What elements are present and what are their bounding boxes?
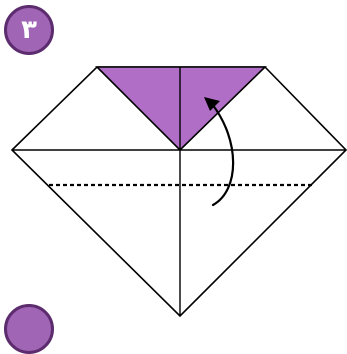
next-step-badge-partial	[4, 304, 54, 354]
step-number-badge: ٣	[4, 5, 54, 55]
origami-instruction-diagram: ٣	[0, 0, 347, 320]
origami-step-drawing	[0, 0, 347, 320]
step-number-label: ٣	[21, 17, 37, 43]
